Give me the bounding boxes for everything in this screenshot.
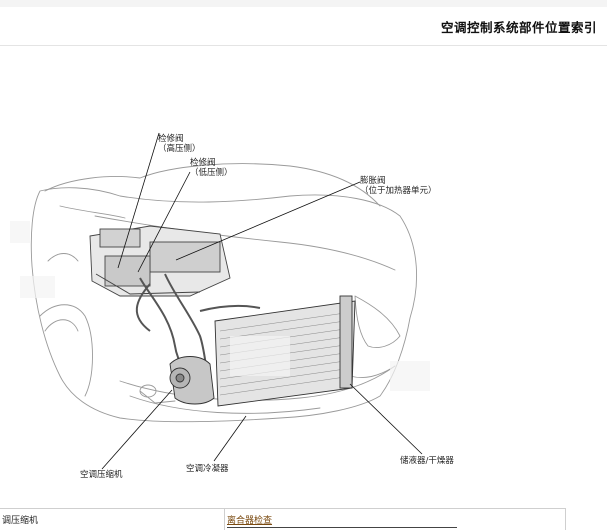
callout-compressor: 空调压缩机 [80,470,123,480]
callout-expansion-valve-name: 膨胀阀 [360,176,386,186]
vehicle-illustration [10,132,430,470]
cell-underline [227,527,457,528]
callout-service-valve-low: 检修阀 （低压侧） [190,158,233,178]
callout-service-valve-high-name: 检修阀 [158,134,184,144]
callout-expansion-valve-location: （位于加热器单元） [360,186,437,196]
page-header: 空调控制系统部件位置索引 [0,7,607,46]
callout-expansion-valve: 膨胀阀 （位于加热器单元） [360,176,437,196]
clutch-inspection-link[interactable]: 离合器检查 [227,516,273,526]
component-table: 调压缩机 离合器检查 [0,508,566,530]
callout-receiver-dryer: 储液器/干燥器 [400,456,454,466]
callout-service-valve-low-name: 检修阀 [190,158,216,168]
callout-service-valve-high: 检修阀 （高压侧） [158,134,201,154]
callout-condenser: 空调冷凝器 [186,464,229,474]
callout-service-valve-high-side: （高压侧） [158,144,201,154]
component-name: 调压缩机 [2,516,39,526]
page-title: 空调控制系统部件位置索引 [440,20,597,35]
table-cell-link: 离合器检查 [225,509,566,530]
top-band [0,0,607,7]
table-cell-component: 调压缩机 [0,509,225,530]
component-location-figure: 检修阀 （高压侧） 检修阀 （低压侧） 膨胀阀 （位于加热器单元） 空调压缩机 … [0,46,607,506]
callout-service-valve-low-side: （低压侧） [190,168,233,178]
